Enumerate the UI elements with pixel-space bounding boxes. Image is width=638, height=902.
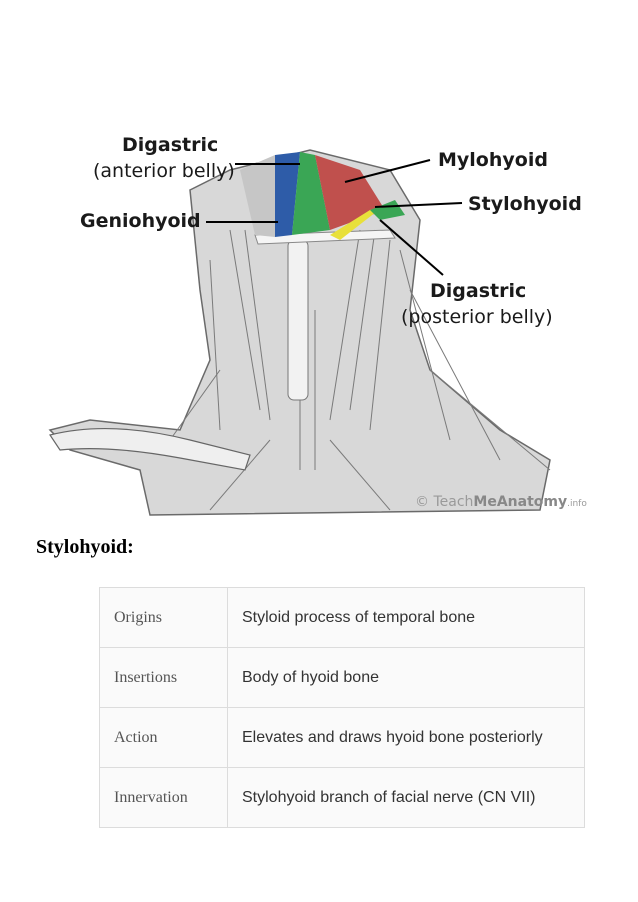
label-geniohyoid: Geniohyoid — [80, 210, 201, 232]
row-value: Elevates and draws hyoid bone posteriorl… — [227, 707, 585, 768]
label-digastric-anterior-sub: (anterior belly) — [93, 160, 235, 182]
table-row: Insertions Body of hyoid bone — [99, 647, 585, 708]
label-digastric-anterior: Digastric — [122, 134, 219, 156]
watermark: © TeachMeAnatomy.info — [415, 494, 587, 510]
section-title: Stylohyoid: — [36, 536, 134, 558]
label-stylohyoid: Stylohyoid — [468, 193, 582, 215]
anatomy-figure: Digastric (anterior belly) Geniohyoid My… — [30, 110, 610, 530]
table-row: Innervation Stylohyoid branch of facial … — [99, 767, 585, 828]
row-key: Origins — [99, 587, 228, 648]
table-row: Action Elevates and draws hyoid bone pos… — [99, 707, 585, 768]
row-key: Action — [99, 707, 228, 768]
row-key: Innervation — [99, 767, 228, 828]
row-key: Insertions — [99, 647, 228, 708]
row-value: Styloid process of temporal bone — [227, 587, 585, 648]
label-digastric-posterior-sub: (posterior belly) — [401, 306, 553, 328]
label-digastric-posterior: Digastric — [430, 280, 527, 302]
row-value: Stylohyoid branch of facial nerve (CN VI… — [227, 767, 585, 828]
copyright-icon: © — [415, 494, 429, 510]
row-value: Body of hyoid bone — [227, 647, 585, 708]
info-table: Origins Styloid process of temporal bone… — [99, 587, 585, 828]
table-row: Origins Styloid process of temporal bone — [99, 587, 585, 648]
neck-muscles-illustration — [48, 149, 551, 516]
label-mylohyoid: Mylohyoid — [438, 149, 548, 171]
